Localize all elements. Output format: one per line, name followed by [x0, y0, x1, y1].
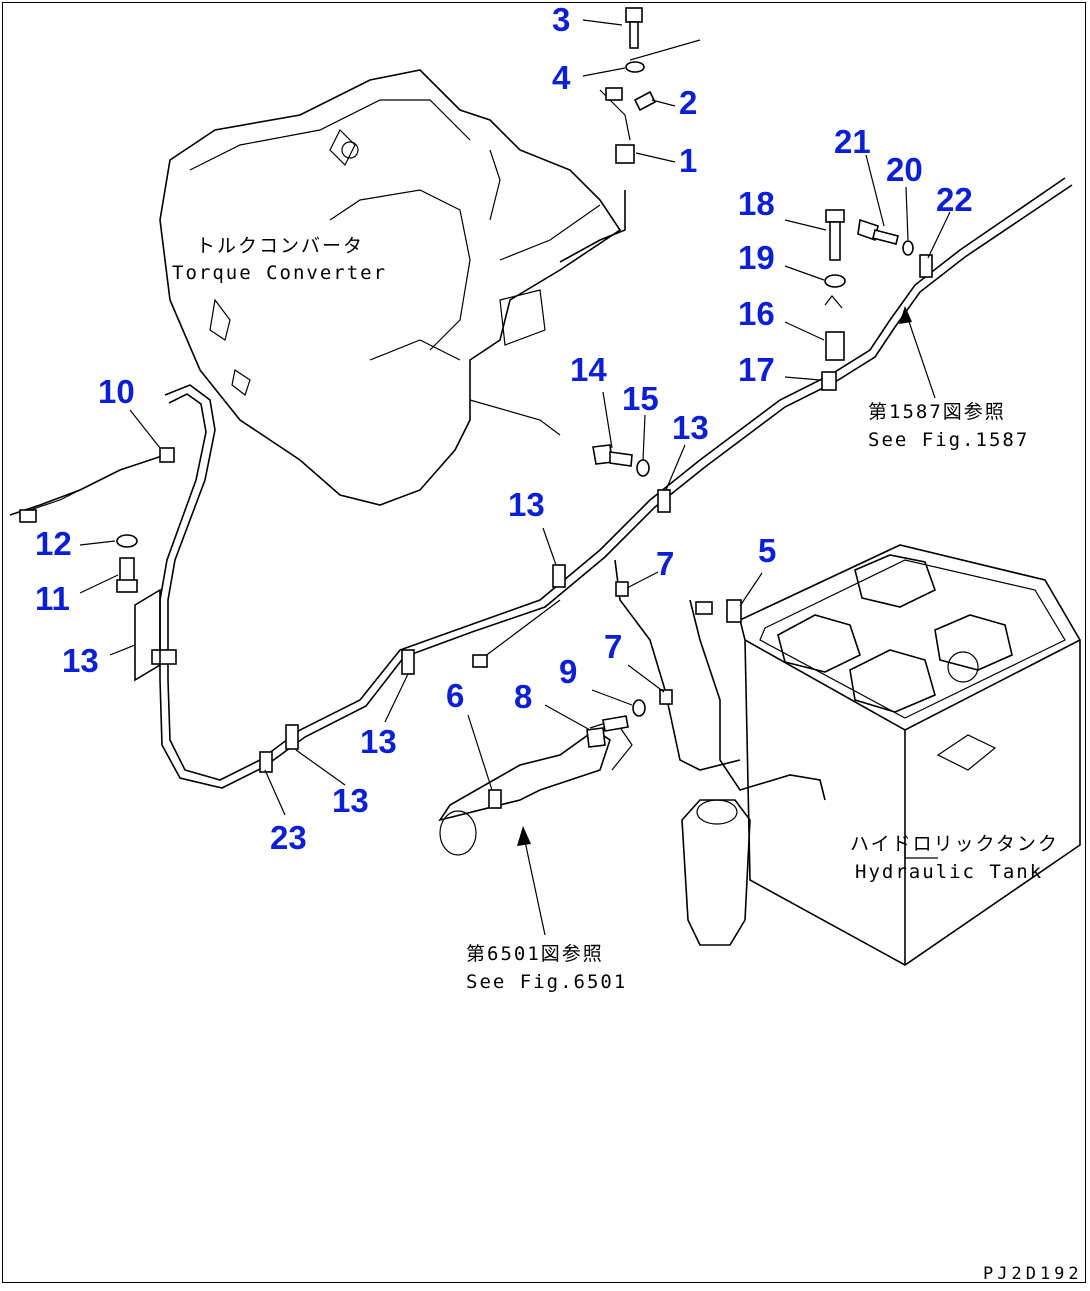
callout-19: 19	[738, 239, 775, 276]
callout-13e: 13	[332, 782, 369, 819]
callout-8: 8	[514, 678, 532, 715]
arrow-head-1587	[899, 306, 912, 324]
reference-arrows	[517, 306, 938, 936]
callout-13b: 13	[62, 642, 99, 679]
callout-9: 9	[559, 653, 577, 690]
callout-5: 5	[758, 532, 776, 569]
callout-13c: 13	[508, 486, 545, 523]
note-fig1587-en: See Fig.1587	[868, 429, 1029, 451]
callout-10: 10	[98, 373, 135, 410]
callout-12: 12	[35, 525, 72, 562]
callout-15: 15	[622, 380, 659, 417]
callout-7b: 7	[604, 628, 622, 665]
callout-21: 21	[834, 123, 871, 160]
torque-converter-drawing	[159, 69, 622, 506]
callout-11: 11	[35, 580, 70, 617]
callout-6: 6	[446, 677, 464, 714]
callout-1: 1	[679, 142, 697, 179]
callout-13a: 13	[672, 409, 709, 446]
callout-4: 4	[552, 59, 571, 96]
leader-lines	[79, 19, 951, 816]
note-torque-converter-jp: トルクコンバータ	[196, 235, 364, 257]
callout-7a: 7	[656, 545, 674, 582]
small-parts	[19, 7, 933, 809]
note-fig6501-jp: 第6501図参照	[466, 943, 604, 965]
callout-13d: 13	[360, 723, 397, 760]
arrow-head-6501	[517, 826, 531, 846]
note-fig1587-jp: 第1587図参照	[868, 401, 1006, 423]
callout-18: 18	[738, 185, 775, 222]
callout-labels: 3 4 2 1 21 20 22 18 19 16 17 14 15 13 10…	[35, 1, 973, 856]
callout-14: 14	[570, 351, 607, 388]
callout-17: 17	[738, 351, 775, 388]
note-hydraulic-tank-jp: ハイドロリックタンク	[850, 833, 1059, 855]
callout-20: 20	[886, 151, 923, 188]
callout-16: 16	[738, 295, 775, 332]
note-fig6501-en: See Fig.6501	[466, 971, 627, 993]
callout-2: 2	[679, 84, 697, 121]
note-hydraulic-tank-en: Hydraulic Tank	[855, 861, 1043, 883]
callout-3: 3	[552, 1, 570, 38]
hydraulic-tank-drawing	[739, 544, 1081, 966]
text-notes: トルクコンバータ Torque Converter 第1587図参照 See F…	[172, 235, 1083, 1284]
callout-23: 23	[270, 819, 307, 856]
note-torque-converter-en: Torque Converter	[172, 262, 387, 284]
drawing-code: PJ2D192	[983, 1264, 1083, 1284]
callout-22: 22	[936, 181, 973, 218]
filter-drawing	[681, 799, 751, 946]
